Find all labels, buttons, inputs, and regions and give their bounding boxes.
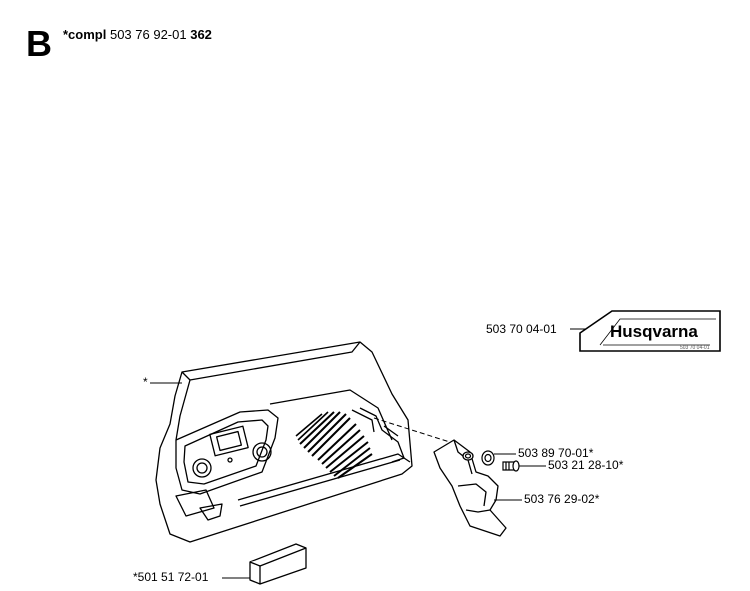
compl-number: 503 76 92-01: [109, 27, 187, 42]
label-washer: 503 89 70-01*: [518, 446, 594, 460]
compl-prefix: *compl: [63, 27, 107, 42]
assembly-header: *compl 503 76 92-01 362: [63, 28, 212, 41]
decal-outline: [579, 310, 721, 352]
assembly-guide-line: [373, 417, 457, 445]
label-decal: 503 70 04-01: [486, 322, 557, 336]
washer-part: [481, 450, 495, 466]
label-screw: 503 21 28-10*: [548, 458, 624, 472]
husqvarna-decal: Husqvarna 503 70 04-01: [570, 310, 721, 352]
section-letter: B: [26, 23, 52, 64]
deflector-part: [433, 439, 507, 537]
decal-fine-print: 503 70 04-01: [680, 345, 710, 351]
screw-part: [502, 460, 520, 472]
label-deflector: 503 76 29-02*: [524, 492, 600, 506]
decal-brand-text: Husqvarna: [610, 322, 698, 341]
label-chain-guard: *: [143, 375, 148, 389]
plug-part: [249, 543, 307, 585]
page-reference: 362: [190, 27, 212, 42]
decal-inner-line: [599, 318, 716, 346]
chain-guard: [155, 341, 413, 543]
label-plug: *501 51 72-01: [133, 570, 209, 584]
